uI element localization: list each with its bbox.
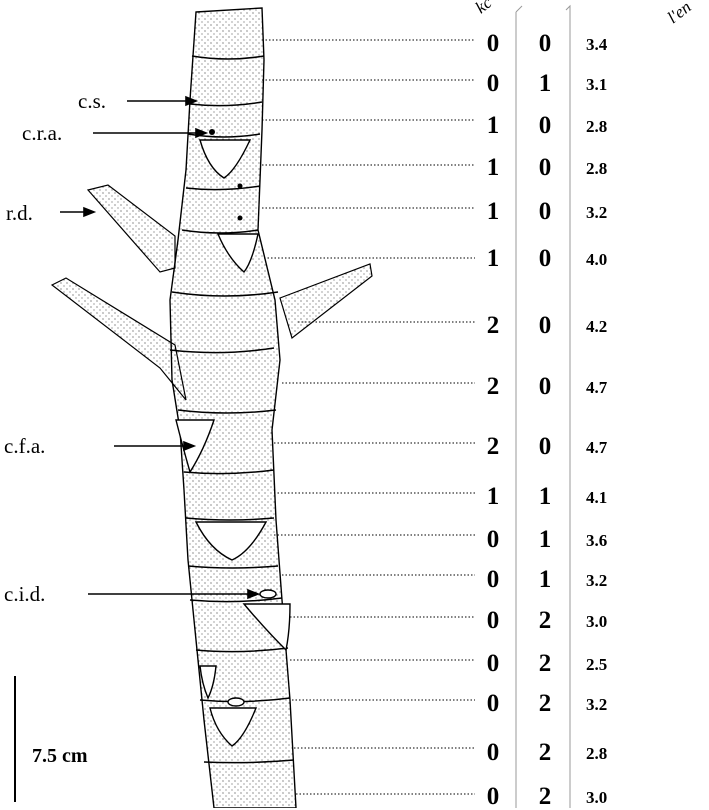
row-12-col2: 1 (530, 567, 560, 592)
row-1-col2: 0 (530, 31, 560, 56)
row-9-col2: 0 (530, 434, 560, 459)
row-15-col2: 2 (530, 691, 560, 716)
row-13-col1: 0 (478, 608, 508, 633)
row-8-col3: 4.7 (586, 379, 626, 396)
row-7-col1: 2 (478, 313, 508, 338)
row-14-col3: 2.5 (586, 656, 626, 673)
row-15-col1: 0 (478, 691, 508, 716)
row-9-col1: 2 (478, 434, 508, 459)
row-9-col3: 4.7 (586, 439, 626, 456)
row-15-col3: 3.2 (586, 696, 626, 713)
scale-bar (14, 676, 16, 802)
row-6-col3: 4.0 (586, 251, 626, 268)
row-3-col2: 0 (530, 113, 560, 138)
row-2-col2: 1 (530, 71, 560, 96)
row-17-col2: 2 (530, 784, 560, 809)
main-stem (170, 8, 296, 808)
label-cra: c.r.a. (22, 123, 62, 144)
row-8-col1: 2 (478, 374, 508, 399)
row-16-col1: 0 (478, 740, 508, 765)
row-7-col2: 0 (530, 313, 560, 338)
scale-label: 7.5 cm (32, 745, 88, 768)
label-cid: c.i.d. (4, 584, 45, 605)
row-4-col2: 0 (530, 155, 560, 180)
row-13-col2: 2 (530, 608, 560, 633)
label-rd: r.d. (6, 203, 33, 224)
row-7-col3: 4.2 (586, 318, 626, 335)
row-11-col3: 3.6 (586, 532, 626, 549)
branch-right (280, 264, 372, 338)
row-5-col3: 3.2 (586, 204, 626, 221)
row-12-col1: 0 (478, 567, 508, 592)
branch-left-lower (52, 278, 186, 400)
row-5-col2: 0 (530, 199, 560, 224)
row-1-col1: 0 (478, 31, 508, 56)
row-3-col1: 1 (478, 113, 508, 138)
row-4-col1: 1 (478, 155, 508, 180)
row-10-col2: 1 (530, 484, 560, 509)
label-cs: c.s. (78, 91, 106, 112)
row-6-col1: 1 (478, 246, 508, 271)
row-4-col3: 2.8 (586, 160, 626, 177)
row-10-col3: 4.1 (586, 489, 626, 506)
row-14-col2: 2 (530, 651, 560, 676)
label-cfa: c.f.a. (4, 436, 45, 457)
row-12-col3: 3.2 (586, 572, 626, 589)
row-16-col3: 2.8 (586, 745, 626, 762)
row-17-col3: 3.0 (586, 789, 626, 806)
row-13-col3: 3.0 (586, 613, 626, 630)
leader-lines (262, 40, 475, 794)
row-11-col2: 1 (530, 527, 560, 552)
row-16-col2: 2 (530, 740, 560, 765)
row-2-col1: 0 (478, 71, 508, 96)
row-3-col3: 2.8 (586, 118, 626, 135)
row-6-col2: 0 (530, 246, 560, 271)
row-11-col1: 0 (478, 527, 508, 552)
row-5-col1: 1 (478, 199, 508, 224)
row-17-col1: 0 (478, 784, 508, 809)
branch-left-upper (88, 185, 175, 272)
row-1-col3: 3.4 (586, 36, 626, 53)
row-14-col1: 0 (478, 651, 508, 676)
row-2-col3: 3.1 (586, 76, 626, 93)
row-8-col2: 0 (530, 374, 560, 399)
row-10-col1: 1 (478, 484, 508, 509)
